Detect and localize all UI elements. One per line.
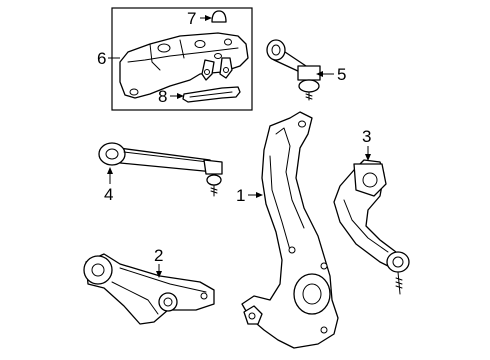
lower-control-arm-part bbox=[83, 253, 215, 325]
arrow-4 bbox=[107, 167, 113, 174]
arrow-2 bbox=[156, 271, 162, 278]
callout-1: 1 bbox=[236, 186, 245, 205]
arrow-3 bbox=[365, 154, 371, 161]
callout-7: 7 bbox=[187, 9, 196, 28]
lateral-link-part bbox=[98, 142, 223, 197]
steering-knuckle-part bbox=[241, 111, 339, 349]
arrow-5 bbox=[316, 71, 323, 77]
callout-3: 3 bbox=[362, 127, 371, 146]
brace-plate-part bbox=[182, 86, 241, 103]
arrow-8 bbox=[177, 93, 184, 99]
callout-8: 8 bbox=[158, 87, 167, 106]
callout-5: 5 bbox=[337, 65, 346, 84]
callout-6: 6 bbox=[97, 49, 106, 68]
arrow-1 bbox=[256, 192, 263, 198]
subframe-part bbox=[119, 32, 249, 99]
upper-control-arm-part bbox=[333, 159, 410, 295]
callout-4: 4 bbox=[104, 185, 113, 204]
subframe-inset-box bbox=[111, 7, 253, 111]
upper-link-part bbox=[266, 39, 321, 101]
arrow-7 bbox=[205, 15, 212, 21]
bump-stop-part bbox=[211, 10, 227, 23]
callout-2: 2 bbox=[154, 246, 163, 265]
